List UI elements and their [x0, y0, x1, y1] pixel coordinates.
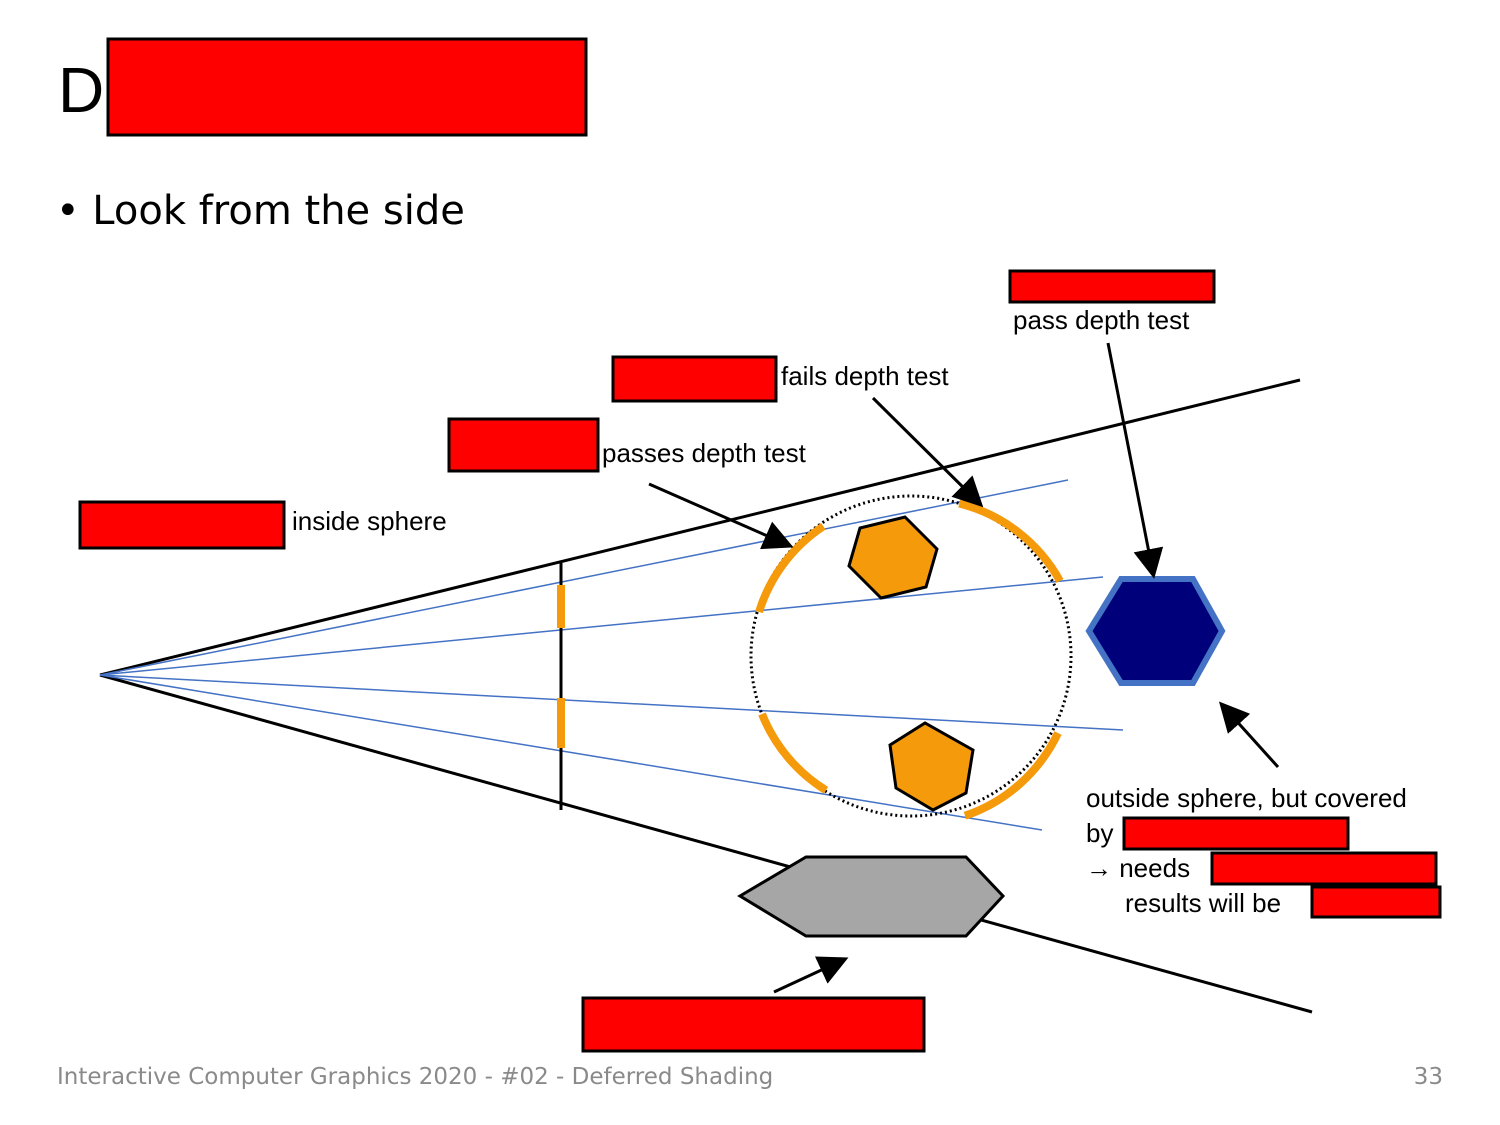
- redaction-inside: [78, 500, 286, 550]
- label-inside-sphere: inside sphere: [292, 506, 447, 536]
- label-outside-line1: outside sphere, but covered: [1086, 783, 1407, 813]
- bullet-text: • Look from the side: [56, 188, 465, 234]
- orange-hexagon-bottom: [888, 721, 975, 812]
- redaction-by: [1122, 816, 1350, 851]
- frustum-bottom-edge: [99, 673, 1313, 1014]
- arrow-passes: [648, 482, 794, 550]
- page-number: 33: [1413, 1064, 1443, 1090]
- arrow-fails: [871, 396, 984, 508]
- arrow-outside: [1218, 701, 1280, 769]
- arrow-gray: [773, 956, 849, 994]
- slide-title: D: [58, 50, 104, 130]
- label-outside-line3: → needs: [1086, 853, 1190, 883]
- redaction-pass-top: [1008, 269, 1216, 304]
- orange-hexagon-top: [847, 515, 939, 600]
- redaction-results: [1310, 885, 1442, 919]
- title-redaction: [106, 37, 588, 137]
- label-outside-line4: results will be: [1125, 888, 1281, 918]
- redaction-gray-label: [581, 996, 926, 1053]
- title-prefix: D: [58, 54, 105, 126]
- arc-front-top: [755, 522, 826, 614]
- navy-hexagon: [1085, 576, 1226, 686]
- label-passes-depth-test: passes depth test: [602, 438, 807, 468]
- sphere-arcs: [755, 499, 1064, 820]
- arrow-pass-top: [1106, 342, 1164, 579]
- ray-2: [99, 576, 1104, 676]
- label-fails-depth-test: fails depth test: [781, 361, 949, 391]
- label-pass-depth-test: pass depth test: [1013, 305, 1190, 335]
- view-rays: [99, 479, 1124, 831]
- footer-text: Interactive Computer Graphics 2020 - #02…: [57, 1064, 774, 1090]
- ray-3: [99, 674, 1124, 731]
- arc-front-bottom: [758, 712, 829, 794]
- arc-back-top: [958, 499, 1064, 583]
- gray-hexagon: [737, 855, 1006, 938]
- light-sphere: [749, 494, 1073, 818]
- ray-1: [99, 479, 1069, 676]
- ray-4: [99, 674, 1043, 831]
- redaction-passes: [447, 417, 600, 473]
- label-outside-line2: by: [1086, 818, 1113, 848]
- arc-back-bottom: [963, 731, 1062, 820]
- redaction-fails: [611, 355, 778, 403]
- redaction-needs: [1210, 851, 1438, 886]
- frustum-top-edge: [99, 378, 1301, 677]
